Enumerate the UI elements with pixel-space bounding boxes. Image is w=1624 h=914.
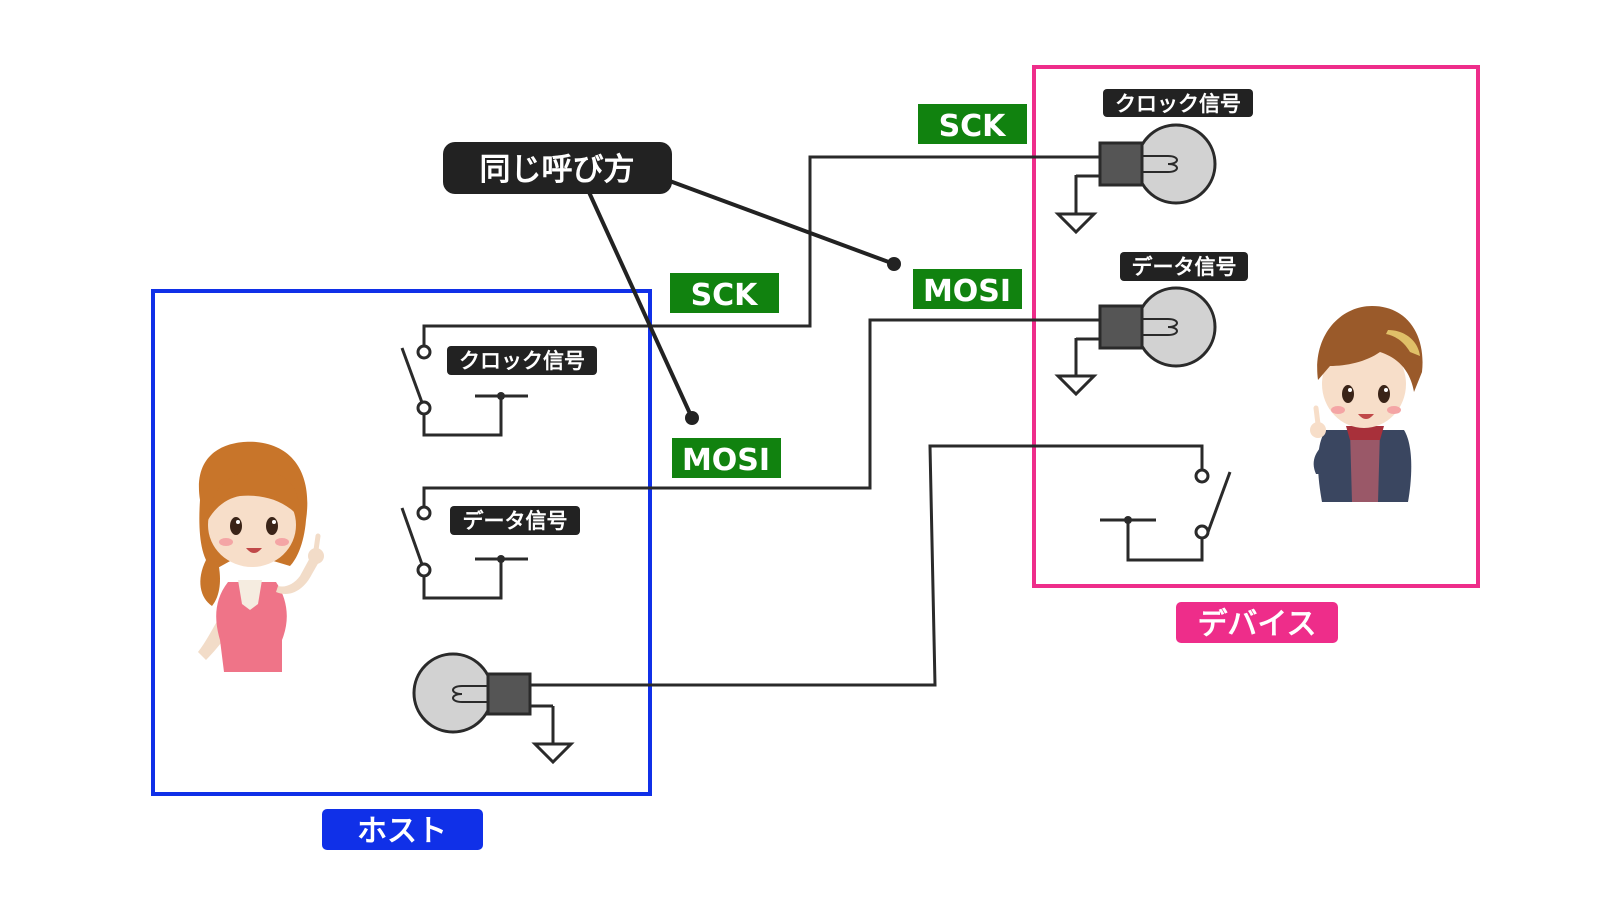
- tag-host-sck: SCK: [670, 273, 779, 313]
- pointer-dot-device-mosi: [887, 257, 901, 271]
- tag-device-sck-text: SCK: [939, 109, 1008, 144]
- girl-pointing-icon: [198, 441, 324, 672]
- pointer-dot-host-mosi: [685, 411, 699, 425]
- device-box: [1032, 65, 1480, 588]
- host-caption: ホスト: [322, 809, 483, 850]
- device-clock-label: クロック信号: [1103, 89, 1253, 117]
- device-clock-label-text: クロック信号: [1115, 92, 1241, 116]
- same-name-callout: 同じ呼び方: [443, 142, 672, 194]
- tag-host-mosi: MOSI: [672, 438, 781, 478]
- tag-device-sck: SCK: [918, 104, 1027, 144]
- host-caption-text: ホスト: [357, 814, 447, 849]
- return-wire: [530, 444, 1204, 687]
- device-clock-bulb: [1054, 123, 1217, 235]
- data-wire: [422, 318, 1102, 510]
- clock-wire: [422, 155, 1102, 350]
- boy-pointing-icon: [1310, 306, 1423, 502]
- host-box: [151, 289, 652, 796]
- callout-pointers: [586, 168, 895, 419]
- host-bulb: [412, 652, 575, 765]
- host-clock-switch: [400, 344, 528, 437]
- host-clock-label-text: クロック信号: [459, 349, 585, 373]
- tag-device-mosi: MOSI: [913, 269, 1022, 309]
- host-data-label-text: データ信号: [463, 509, 568, 533]
- host-clock-label: クロック信号: [447, 346, 597, 375]
- device-data-label-text: データ信号: [1132, 255, 1237, 279]
- tag-device-mosi-text: MOSI: [923, 274, 1011, 309]
- device-caption: デバイス: [1176, 602, 1338, 643]
- host-data-label: データ信号: [450, 506, 580, 535]
- tag-host-mosi-text: MOSI: [682, 443, 770, 478]
- host-data-switch: [400, 505, 528, 600]
- device-data-bulb: [1054, 286, 1217, 397]
- tag-host-sck-text: SCK: [691, 278, 760, 313]
- wires: [422, 155, 1204, 687]
- device-data-label: データ信号: [1120, 252, 1248, 281]
- device-switch: [1100, 468, 1232, 562]
- same-name-label: 同じ呼び方: [480, 152, 635, 188]
- device-caption-text: デバイス: [1197, 607, 1316, 642]
